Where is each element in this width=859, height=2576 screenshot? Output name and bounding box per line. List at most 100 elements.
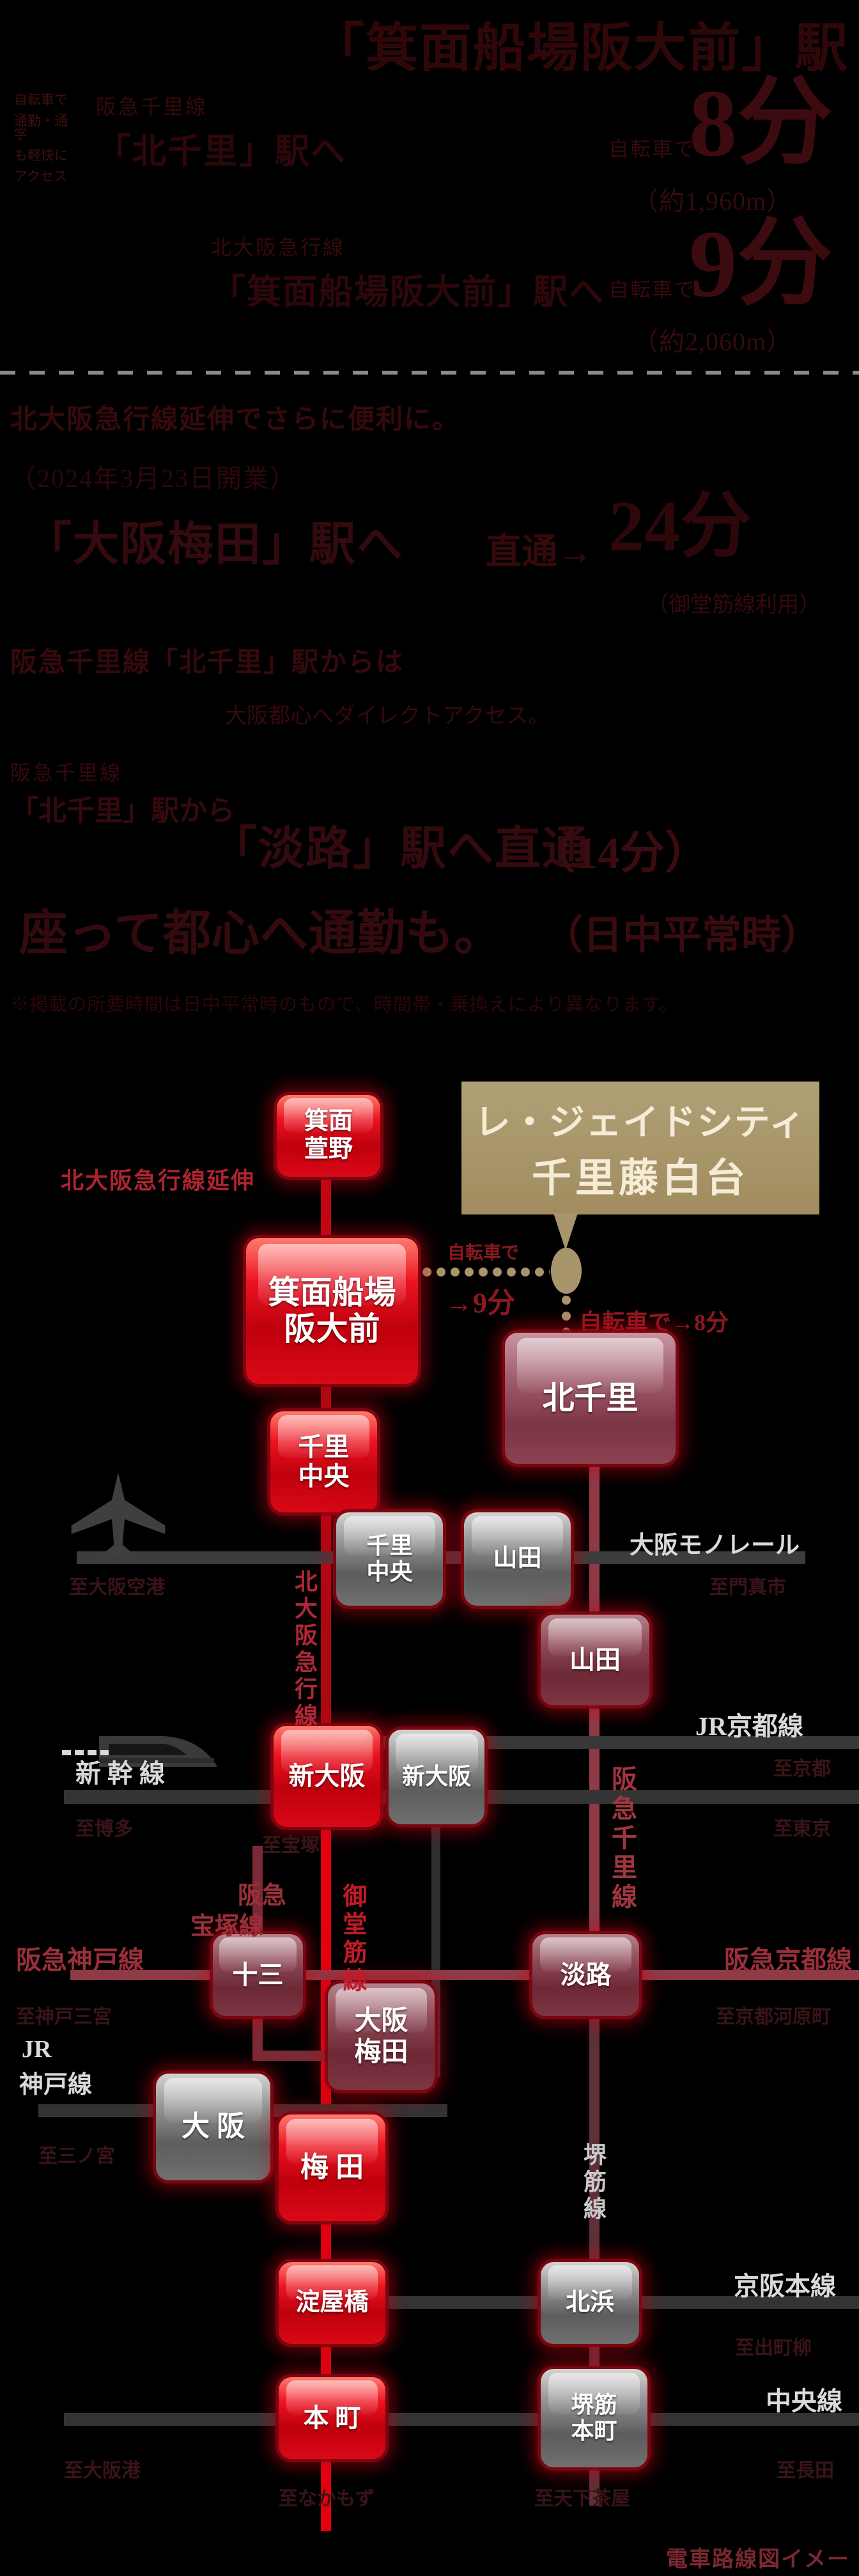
row-b-station: 「北千里」駅へ [96, 132, 346, 171]
direction-label: 至大阪空港 [69, 1577, 165, 1598]
station-label: 千里 [366, 1532, 413, 1558]
station-label: 十三 [232, 1960, 284, 1989]
station-box-kita-senri: 北千里 [505, 1333, 676, 1464]
line-label: 神戸線 [19, 2072, 93, 2099]
callout-pointer-icon [553, 1213, 578, 1250]
bike-semba-value-label: →9分 [445, 1287, 515, 1319]
station-box-minoh-semba-handai-mae: 箕面船場阪大前 [246, 1238, 418, 1384]
property-name-line1: レ・ジェイドシティ [474, 1103, 807, 1143]
station-label: 本町 [571, 2418, 617, 2444]
rail-juso-umeda-v [252, 2013, 263, 2061]
station-label: 箕面 [304, 1108, 353, 1135]
direction-label: 至東京 [773, 1819, 831, 1840]
line-label: 京阪本線 [734, 2272, 836, 2301]
direction-label: 至京都河原町 [716, 2006, 831, 2028]
line-label: 宝塚線 [190, 1913, 264, 1940]
row-c-mode: 自転車で [608, 278, 696, 301]
line-label: 堺筋線 [580, 2143, 606, 2223]
direction-label: 至博多 [75, 1819, 133, 1840]
row-c-minutes: 9分 [689, 211, 833, 317]
row-b-line-name: 阪急千里線 [96, 95, 208, 118]
legend-line: 通勤・通学 [14, 113, 68, 142]
s3-station: 「北千里」駅から [10, 795, 235, 826]
row-b-minutes: 8分 [689, 70, 833, 176]
station-box-senri-chuo-red: 千里中央 [270, 1411, 377, 1512]
shinkansen-icon [62, 1736, 217, 1767]
line-label: 阪急千里線 [608, 1765, 637, 1913]
station-label: 山田 [493, 1545, 542, 1572]
extension-label: 北大阪急行線延伸 [61, 1168, 256, 1193]
station-box-senri-chuo-gray: 千里中央 [336, 1512, 443, 1606]
station-label: 千里 [298, 1432, 350, 1461]
station-label: 堺筋 [571, 2391, 617, 2417]
diagram-caption: 電車路線図イメージ [666, 2548, 850, 2572]
station-label: 大 阪 [182, 2111, 245, 2143]
s2-big-left: 「大阪梅田」駅へ [26, 519, 405, 570]
line-label: 北大阪急行線 [291, 1569, 317, 1730]
direction-label: 至京都 [773, 1758, 831, 1780]
s3-big-value: （14分） [530, 829, 709, 878]
row-a-title: 「箕面船場阪大前」駅 [311, 19, 849, 77]
station-box-shin-osaka-red: 新大阪 [274, 1726, 380, 1827]
s3-sub: 大阪都心へダイレクトアクセス。 [225, 704, 550, 728]
property-callout: レ・ジェイドシティ 千里藤白台 [461, 1082, 819, 1214]
direction-label: 至大阪港 [64, 2460, 141, 2481]
s4-note: ※掲載の所要時間は日中平常時のもので、時間帯・乗換えにより異なります。 [10, 995, 679, 1015]
station-box-yamada-red: 山田 [541, 1615, 649, 1705]
station-label: 萱野 [304, 1136, 353, 1163]
s4-big-left: 座って都心へ通勤も。 [19, 907, 503, 961]
row-b-distance: （約1,960m） [633, 187, 793, 215]
s2-sub: （2024年3月23日開業） [10, 464, 297, 493]
s2-big-minutes: 24分 [608, 487, 752, 566]
legend-line: も軽快に [14, 148, 68, 163]
direction-label: 至三ノ宮 [38, 2146, 115, 2167]
line-label: JR京都線 [695, 1712, 803, 1741]
station-box-shin-osaka-gray: 新大阪 [389, 1730, 484, 1824]
station-label: 梅田 [354, 2037, 408, 2067]
property-location-marker-icon [551, 1248, 582, 1294]
station-label: 箕面船場 [268, 1274, 396, 1310]
line-label: 大阪モノレール [630, 1532, 800, 1559]
station-label: 本 町 [303, 2403, 361, 2432]
legend-line: アクセス [14, 169, 67, 184]
station-box-sakaisuji-hommachi: 堺筋本町 [541, 2369, 647, 2467]
direction-label: 至天下茶屋 [534, 2488, 630, 2510]
s3-line-name: 阪急千里線 [10, 761, 123, 784]
line-label: JR [22, 2036, 52, 2063]
direction-label: 至神戸三宮 [16, 2006, 112, 2028]
station-box-yodoyabashi: 淀屋橋 [279, 2262, 385, 2344]
station-label: 阪大前 [284, 1311, 380, 1347]
line-label: 中央線 [766, 2387, 842, 2416]
direction-label: 至宝塚 [262, 1835, 320, 1856]
row-c-station: 「箕面船場阪大前」駅へ [211, 273, 605, 311]
station-label: 中央 [298, 1462, 350, 1491]
station-label: 北千里 [542, 1379, 638, 1416]
rail-chuo [64, 2413, 859, 2426]
property-name-line2: 千里藤白台 [531, 1156, 749, 1200]
bike-route-dots-kitasenri [561, 1295, 571, 1335]
station-box-yamada-gray: 山田 [464, 1512, 571, 1606]
station-label: 中央 [366, 1559, 413, 1585]
line-label: 阪急神戸線 [16, 1946, 144, 1975]
station-label: 新大阪 [288, 1762, 366, 1790]
station-box-juso: 十三 [213, 1934, 303, 2016]
row-c-line-name: 北大阪急行線 [211, 236, 346, 259]
station-box-awaji: 淡路 [532, 1934, 639, 2016]
station-box-osaka-umeda: 大阪梅田 [328, 1983, 435, 2090]
s4-big-right: （日中平常時） [543, 914, 821, 958]
airplane-icon [71, 1472, 166, 1562]
station-label: 新大阪 [401, 1764, 471, 1790]
station-label: 北浜 [565, 2289, 614, 2316]
line-label: 新 幹 線 [75, 1759, 165, 1788]
station-box-minoh-kayano: 箕面萱野 [277, 1095, 380, 1177]
direction-label: 至長田 [777, 2460, 834, 2481]
s3-heading: 阪急千里線「北千里」駅からは [10, 648, 405, 678]
station-label: 淡路 [560, 1960, 612, 1989]
station-box-osaka: 大 阪 [156, 2074, 270, 2180]
bike-kitasenri-label: 自転車で→8分 [579, 1310, 729, 1335]
station-label: 大阪 [354, 2006, 408, 2037]
rail-hankyu-senri-v [589, 1459, 600, 1976]
direction-label: 至なかもず [279, 2488, 375, 2510]
line-label: 阪急 [238, 1882, 287, 1909]
